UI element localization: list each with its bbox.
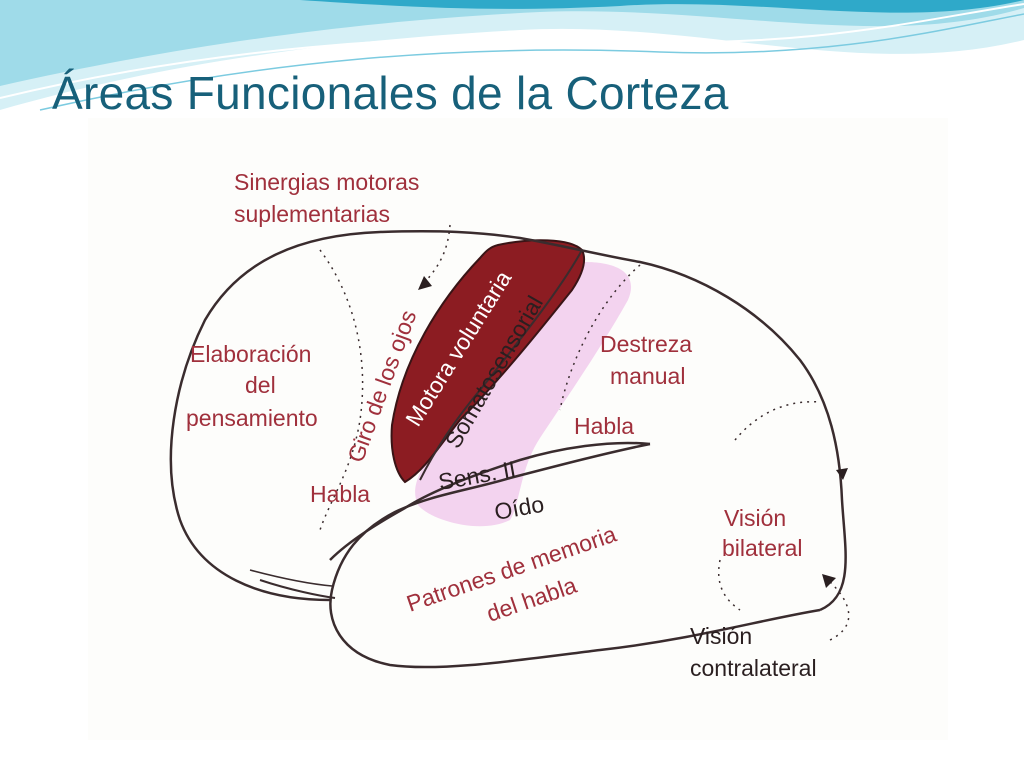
arrow-head-vision [822, 574, 836, 588]
header-wave-line [0, 3, 1024, 99]
arrow-head-occipital [836, 468, 848, 480]
label-sinergias-1: Sinergias motoras [234, 169, 419, 195]
sensory-area [415, 262, 632, 527]
label-elaboracion-3: pensamiento [186, 405, 318, 431]
label-destreza-1: Destreza [600, 331, 692, 357]
brainstem-edge [259, 579, 336, 599]
label-vision-bilateral-2: bilateral [722, 535, 803, 561]
label-habla-left: Habla [310, 481, 370, 507]
label-vision-bilateral-1: Visión [724, 505, 786, 531]
dotted-boundary-frontal [319, 249, 364, 531]
dotted-arrow-vision [827, 579, 850, 641]
brainstem-edge-2 [249, 569, 333, 587]
dotted-boundary-occipital-2 [718, 559, 741, 611]
sylvian-fissure [329, 441, 651, 561]
dotted-arrow-sinergias [424, 224, 451, 283]
label-sinergias-2: suplementarias [234, 201, 390, 227]
label-elaboracion-1: Elaboración [190, 341, 311, 367]
dotted-boundary-occipital [734, 401, 821, 441]
slide-title: Áreas Funcionales de la Corteza [52, 67, 729, 119]
label-vision-contralateral-1: Visión [690, 623, 752, 649]
header-wave-mid [0, 0, 1024, 86]
central-sulcus [419, 249, 583, 481]
label-vision-contralateral-2: contralateral [690, 655, 817, 681]
label-habla-right: Habla [574, 413, 634, 439]
brain-outline [169, 230, 847, 612]
header-wave-dark [300, 0, 1024, 13]
label-elaboracion-2: del [245, 372, 276, 398]
dotted-boundary-parietal [559, 264, 641, 411]
header-wave-line-2 [39, 13, 1024, 111]
temporal-lobe-outline [329, 442, 821, 669]
label-destreza-2: manual [610, 363, 685, 389]
arrow-head-sinergias [418, 276, 432, 290]
